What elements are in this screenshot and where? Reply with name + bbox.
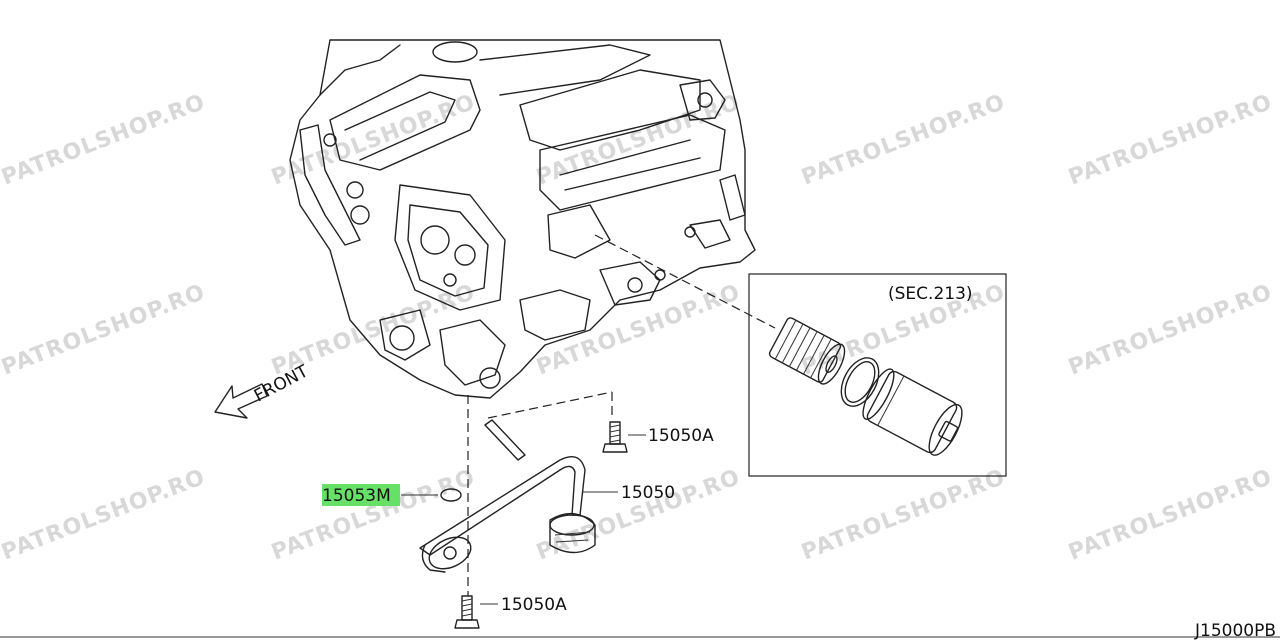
oil-filter-element <box>768 317 846 385</box>
diagram-code: J15000PB <box>1194 621 1276 640</box>
watermark: PATROLSHOP.RO <box>798 465 1009 566</box>
watermark: PATROLSHOP.RO <box>0 465 209 566</box>
oil-filter-housing <box>862 368 963 456</box>
o-ring-drawing <box>840 357 880 407</box>
watermark: PATROLSHOP.RO <box>0 90 209 191</box>
part-number-label: 15050 <box>621 483 675 503</box>
watermark: PATROLSHOP.RO <box>1065 465 1276 566</box>
bolt-upper-drawing <box>602 421 628 453</box>
oil-strainer-drawing <box>419 419 596 573</box>
part-number-label: 15050A <box>501 595 567 615</box>
section-ref-label: (SEC.213) <box>888 284 973 304</box>
oil-filter-section-box: (SEC.213) <box>748 273 1007 477</box>
part-callout-15050a-lower[interactable]: 15050A <box>501 595 567 615</box>
watermark: PATROLSHOP.RO <box>1065 280 1276 381</box>
part-number-label: 15050A <box>648 426 714 446</box>
part-callout-15050a-upper[interactable]: 15050A <box>648 426 714 446</box>
watermark: PATROLSHOP.RO <box>268 465 479 566</box>
front-direction-indicator: FRONT <box>214 361 312 419</box>
watermark: PATROLSHOP.RO <box>533 90 744 191</box>
watermark: PATROLSHOP.RO <box>0 280 209 381</box>
part-number-label: 15053M <box>322 486 391 506</box>
gasket-drawing <box>440 488 462 502</box>
highlight-box <box>322 484 400 506</box>
part-callout-15053m[interactable]: 15053M <box>322 484 400 506</box>
centerline-dashed <box>487 391 613 419</box>
engine-block-drawing <box>289 39 756 399</box>
watermark: PATROLSHOP.RO <box>798 90 1009 191</box>
part-callout-15050[interactable]: 15050 <box>621 483 675 503</box>
filter-leader-line <box>594 234 776 329</box>
watermark: PATROLSHOP.RO <box>1065 90 1276 191</box>
bolt-lower-drawing <box>454 595 480 629</box>
